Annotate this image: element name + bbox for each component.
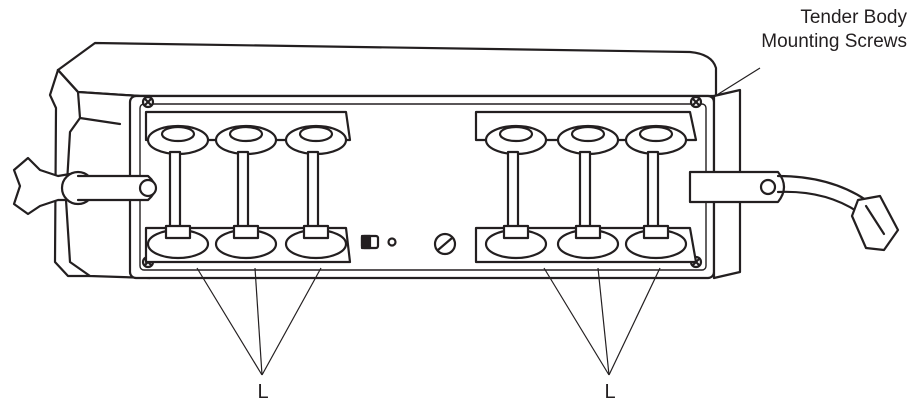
left-leader-2 [254, 267, 263, 376]
tender-body-top [56, 41, 718, 98]
right-truck-label: L [604, 381, 616, 403]
left-truck-wheelset-2 [214, 124, 278, 260]
left-leader-1 [196, 267, 263, 376]
right-leader-1 [543, 267, 610, 376]
left-truck-wheelset-3 [284, 124, 348, 260]
left-truck-wheelset-1 [146, 124, 210, 260]
right-truck-wheelset-2 [556, 124, 620, 260]
right-drawbar [688, 170, 786, 204]
left-truck-label: L [257, 381, 269, 403]
wire-cable [776, 174, 868, 202]
mounting-screws-callout: Tender Body Mounting Screws [687, 6, 907, 54]
drawbar-screw [138, 178, 158, 198]
center-screw [433, 232, 457, 256]
left-wall-inner-edge [78, 116, 122, 126]
left-truck [144, 110, 352, 264]
callout-leaders [196, 67, 761, 376]
mounting-screw-top-right [689, 95, 703, 109]
right-truck-wheelset-1 [484, 124, 548, 260]
left-leader-3 [261, 267, 322, 376]
screw-callout-leader [711, 67, 761, 99]
right-leader-2 [597, 267, 610, 376]
right-truck-wheelset-3 [624, 124, 688, 260]
mounting-screw-top-left [141, 95, 155, 109]
callout-line-1: Tender Body [800, 7, 907, 28]
callout-line-2: Mounting Screws [761, 31, 907, 52]
wire-plug [850, 194, 900, 252]
center-switch [360, 234, 397, 250]
right-leader-3 [608, 267, 661, 376]
right-truck [474, 110, 698, 264]
left-coupler [12, 156, 72, 216]
right-drawbar-screw [759, 178, 777, 196]
